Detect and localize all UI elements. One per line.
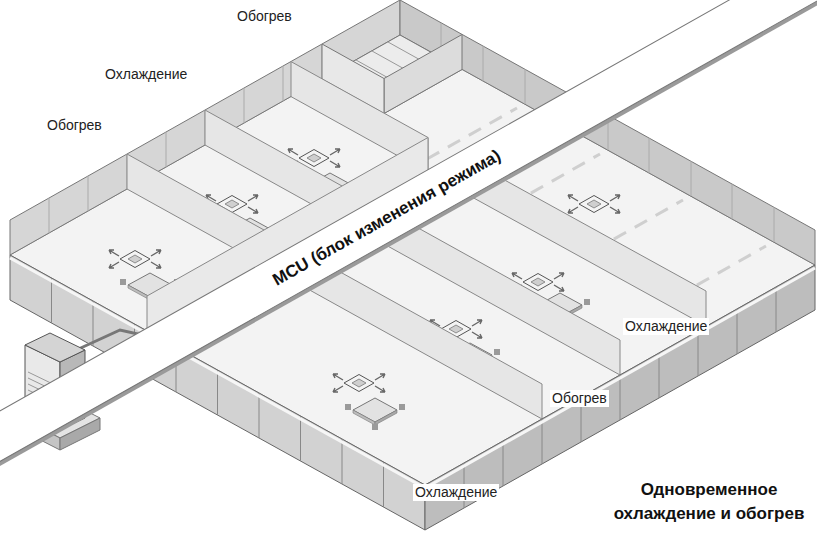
zone-label: Охлаждение <box>623 318 709 335</box>
zone-label: Обогрев <box>550 390 609 407</box>
zone-label: Обогрев <box>45 117 104 134</box>
zone-label: Охлаждение <box>103 66 189 83</box>
zone-label: Охлаждение <box>413 484 499 501</box>
zone-label: Обогрев <box>235 8 294 25</box>
caption-title: Одновременное охлаждение и обогрев <box>603 478 815 526</box>
